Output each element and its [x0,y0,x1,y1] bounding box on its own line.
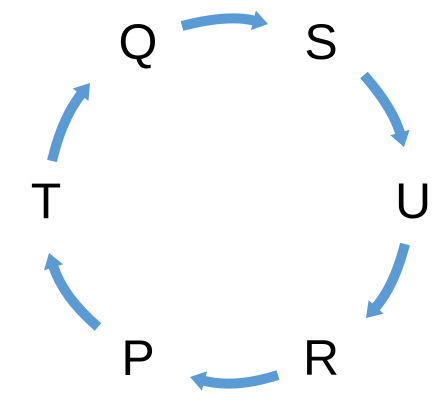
arrow-head [44,253,64,271]
arrow-s-to-u [360,71,410,147]
node-label-u: U [395,173,431,229]
arrow-group [44,10,410,391]
arrow-shaft [48,263,102,331]
arrow-head [72,83,90,101]
node-label-q: Q [119,14,158,70]
arrow-shaft [47,89,86,163]
arrow-u-to-r [366,242,410,318]
arrow-shaft [180,13,257,31]
node-label-s: S [304,14,337,70]
arrow-shaft [360,71,406,137]
arrow-q-to-s [180,10,268,31]
arrow-shaft [200,370,280,389]
arrow-head [251,10,268,31]
arrow-head [366,300,384,318]
arrow-head [390,129,410,147]
node-label-t: T [31,173,62,229]
arrow-t-to-q [47,83,90,163]
arrow-shaft [370,242,410,312]
arrow-p-to-t [44,253,102,331]
node-label-r: R [303,330,339,386]
arrow-r-to-p [190,370,280,391]
arrow-head [190,371,208,391]
node-label-p: P [121,330,154,386]
label-group: Q S U R P T [31,14,431,386]
